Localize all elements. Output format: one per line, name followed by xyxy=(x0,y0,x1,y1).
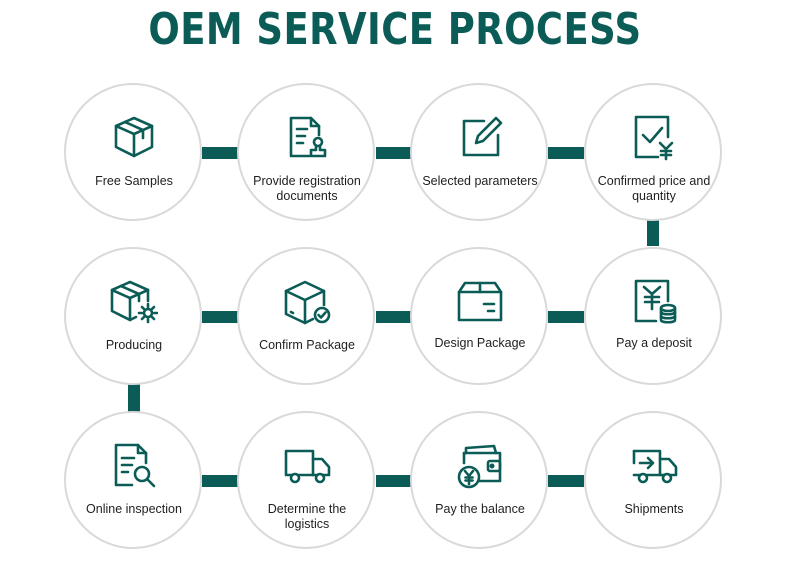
delivery-truck-icon xyxy=(283,441,331,489)
yen-coins-icon xyxy=(630,277,678,325)
step-label: Pay a deposit xyxy=(616,336,692,350)
step-pay-the-balance: Pay the balance xyxy=(410,411,548,549)
step-label: Pay the balance xyxy=(435,502,525,516)
document-stamp-icon xyxy=(283,113,331,161)
step-pay-a-deposit: Pay a deposit xyxy=(584,247,722,385)
connector-8-9 xyxy=(128,384,140,414)
shipping-truck-icon xyxy=(630,441,678,489)
connector-5-6 xyxy=(548,311,584,323)
connector-3-4 xyxy=(548,147,584,159)
package-design-icon xyxy=(456,277,504,325)
edit-square-icon xyxy=(456,113,504,161)
step-label: Confirmed price and quantity xyxy=(597,174,711,203)
step-shipments: Shipments xyxy=(584,411,722,549)
step-confirm-package: Confirm Package xyxy=(237,247,375,385)
step-online-inspection: Online inspection xyxy=(64,411,202,549)
wallet-yen-icon xyxy=(456,441,504,489)
step-determine-the-logistics: Determine the logistics xyxy=(237,411,375,549)
open-box-icon xyxy=(110,113,158,161)
step-label: Free Samples xyxy=(95,174,173,188)
step-label: Shipments xyxy=(624,502,684,516)
package-check-icon xyxy=(283,277,331,325)
connector-7-8 xyxy=(202,311,238,323)
step-selected-parameters: Selected parameters xyxy=(410,83,548,221)
step-free-samples: Free Samples xyxy=(64,83,202,221)
connector-4-5 xyxy=(647,220,659,246)
connector-10-11 xyxy=(376,475,412,487)
step-confirmed-price-and-quantity: Confirmed price and quantity xyxy=(584,83,722,221)
price-check-icon xyxy=(630,113,678,161)
box-gear-icon xyxy=(110,277,158,325)
document-search-icon xyxy=(110,441,158,489)
connector-11-12 xyxy=(548,475,584,487)
connector-1-2 xyxy=(202,147,238,159)
step-label: Provide registration documents xyxy=(253,174,361,203)
connector-9-10 xyxy=(202,475,238,487)
step-design-package: Design Package xyxy=(410,247,548,385)
step-provide-registration-documents: Provide registration documents xyxy=(237,83,375,221)
step-label: Selected parameters xyxy=(422,174,538,188)
step-label: Design Package xyxy=(434,336,526,350)
connector-6-7 xyxy=(376,311,412,323)
step-label: Producing xyxy=(105,338,163,352)
step-label: Confirm Package xyxy=(259,338,355,352)
step-producing: Producing xyxy=(64,247,202,385)
page-title: OEM SERVICE PROCESS xyxy=(148,4,642,55)
step-label: Online inspection xyxy=(86,502,182,516)
step-label: Determine the logistics xyxy=(267,502,347,531)
connector-2-3 xyxy=(376,147,412,159)
